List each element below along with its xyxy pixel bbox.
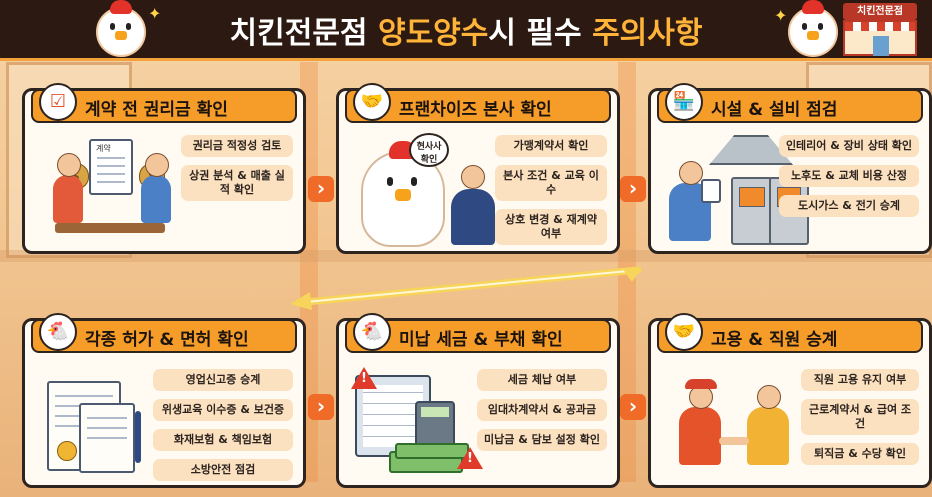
checklist-item: 퇴직금 & 수당 확인 — [801, 443, 919, 465]
person-head — [461, 165, 485, 189]
checklist: 직원 고용 유지 여부 근로계약서 & 급여 조건 퇴직금 & 수당 확인 — [801, 369, 919, 473]
employee-person — [679, 407, 721, 465]
sparkle-icon: ✦ — [148, 4, 162, 23]
buyer-person — [53, 175, 83, 223]
kitchen-illustration — [661, 133, 809, 247]
fryer-oven-icon — [731, 177, 773, 245]
handshake-icon — [719, 437, 749, 445]
person-head — [145, 153, 169, 177]
header-banner: ✦ ✦ 치킨전문점 양도양수시 필수 주의사항 치킨전문점 — [0, 0, 932, 61]
card-title: 프랜차이즈 본사 확인 — [399, 100, 552, 120]
meeting-table — [55, 223, 165, 233]
checklist: 세금 체납 여부 임대차계약서 & 공과금 미납금 & 담보 설정 확인 — [477, 369, 607, 459]
chicken-mascot-icon — [96, 0, 146, 57]
checklist-item: 본사 조건 & 교육 이수 — [495, 165, 607, 201]
checklist-item: 미납금 & 담보 설정 확인 — [477, 429, 607, 451]
pen-icon — [135, 411, 141, 463]
handshake-icon: 🤝 — [353, 83, 391, 121]
checklist-item: 상호 변경 & 재계약 여부 — [495, 209, 607, 245]
chick-icon: 🐔 — [39, 313, 77, 351]
seller-person — [141, 175, 171, 223]
certificate-illustration — [35, 363, 145, 477]
card-facility-check: 🏪 시설 & 설비 점검 인테리어 & 장비 상태 확인 노후도 & 교체 비용… — [648, 83, 932, 254]
card-header: 🤝 프랜차이즈 본사 확인 — [345, 83, 611, 123]
next-arrow-icon: › — [308, 176, 334, 202]
card-goodwill-check: ☑ 계약 전 권리금 확인 계약 $ $ 권리금 적정성 검토 상권 분석 & … — [22, 83, 306, 254]
card-tax-debt-check: 🐔 미납 세금 & 부채 확인 ! ! 세금 체납 여부 임대차계약서 & 공과… — [336, 313, 620, 488]
employees-handshake-illustration — [661, 363, 809, 477]
contract-document-icon: 계약 — [89, 139, 133, 195]
clipboard-icon — [701, 179, 721, 203]
cap-icon — [685, 379, 717, 389]
checklist-item: 화재보험 & 책임보험 — [153, 429, 293, 451]
warning-icon — [351, 367, 377, 389]
checklist-item: 세금 체납 여부 — [477, 369, 607, 391]
chick-icon: 🐔 — [353, 313, 391, 351]
card-permits-check: 🐔 각종 허가 & 면허 확인 영업신고증 승계 위생교육 이수증 & 보건증 … — [22, 313, 306, 489]
card-franchise-check: 🤝 프랜차이즈 본사 확인 현사사 확인 가맹계약서 확인 본사 조건 & 교육… — [336, 83, 620, 254]
checklist: 영업신고증 승계 위생교육 이수증 & 보건증 화재보험 & 책임보험 소방안전… — [153, 369, 293, 489]
checklist-item: 도시가스 & 전기 승계 — [779, 195, 919, 217]
person-head — [679, 161, 703, 185]
checklist-item: 인테리어 & 장비 상태 확인 — [779, 135, 919, 157]
person-head — [689, 385, 713, 409]
page-title: 치킨전문점 양도양수시 필수 주의사항 — [229, 16, 703, 51]
sparkle-icon: ✦ — [774, 6, 788, 25]
finance-illustration: ! ! — [349, 363, 497, 477]
card-title: 계약 전 권리금 확인 — [85, 100, 228, 120]
checklist: 인테리어 & 장비 상태 확인 노후도 & 교체 비용 산정 도시가스 & 전기… — [779, 135, 919, 225]
clipboard-checklist-icon: ☑ — [39, 83, 77, 121]
card-header: 🤝 고용 & 직원 승계 — [657, 313, 923, 353]
card-header: ☑ 계약 전 권리금 확인 — [31, 83, 297, 123]
card-employee-succession: 🤝 고용 & 직원 승계 직원 고용 유지 여부 근로계약서 & 급여 조건 퇴… — [648, 313, 932, 488]
checklist: 가맹계약서 확인 본사 조건 & 교육 이수 상호 변경 & 재계약 여부 — [495, 135, 607, 253]
manager-person — [451, 189, 495, 245]
checklist: 권리금 적정성 검토 상권 분석 & 매출 실적 확인 — [181, 135, 293, 209]
speech-bubble: 현사사 확인 — [409, 133, 449, 167]
chicken-mascot-icon — [361, 141, 445, 247]
warning-icon — [457, 447, 483, 469]
card-title: 시설 & 설비 점검 — [711, 100, 838, 120]
card-header: 🐔 각종 허가 & 면허 확인 — [31, 313, 297, 353]
checklist-item: 직원 고용 유지 여부 — [801, 369, 919, 391]
handshake-icon: 🤝 — [665, 313, 703, 351]
next-arrow-icon: › — [620, 394, 646, 420]
checklist-item: 영업신고증 승계 — [153, 369, 293, 391]
next-arrow-icon: › — [308, 394, 334, 420]
card-title: 미납 세금 & 부채 확인 — [399, 330, 563, 350]
card-header: 🏪 시설 & 설비 점검 — [657, 83, 923, 123]
employee-person — [747, 407, 789, 465]
checklist-item: 임대차계약서 & 공과금 — [477, 399, 607, 421]
contract-meeting-illustration: 계약 $ $ — [35, 133, 183, 247]
checklist-item: 근로계약서 & 급여 조건 — [801, 399, 919, 435]
checklist-item: 가맹계약서 확인 — [495, 135, 607, 157]
checklist-item: 상권 분석 & 매출 실적 확인 — [181, 165, 293, 201]
flow-connector-arrow — [290, 266, 642, 310]
license-document-icon — [79, 403, 135, 473]
next-arrow-icon: › — [620, 176, 646, 202]
person-head — [57, 153, 81, 177]
person-head — [757, 385, 781, 409]
storefront-icon — [843, 20, 917, 56]
checklist-item: 위생교육 이수증 & 보건증 — [153, 399, 293, 421]
franchise-illustration: 현사사 확인 — [349, 133, 497, 247]
checklist-item: 소방안전 점검 — [153, 459, 293, 481]
checklist-item: 권리금 적정성 검토 — [181, 135, 293, 157]
storefront-icon: 🏪 — [665, 83, 703, 121]
shop-sign: 치킨전문점 — [843, 3, 917, 20]
card-header: 🐔 미납 세금 & 부채 확인 — [345, 313, 611, 353]
checklist-item: 노후도 & 교체 비용 산정 — [779, 165, 919, 187]
card-title: 고용 & 직원 승계 — [711, 330, 838, 350]
chicken-mascot-icon — [788, 0, 838, 57]
card-title: 각종 허가 & 면허 확인 — [85, 330, 249, 350]
